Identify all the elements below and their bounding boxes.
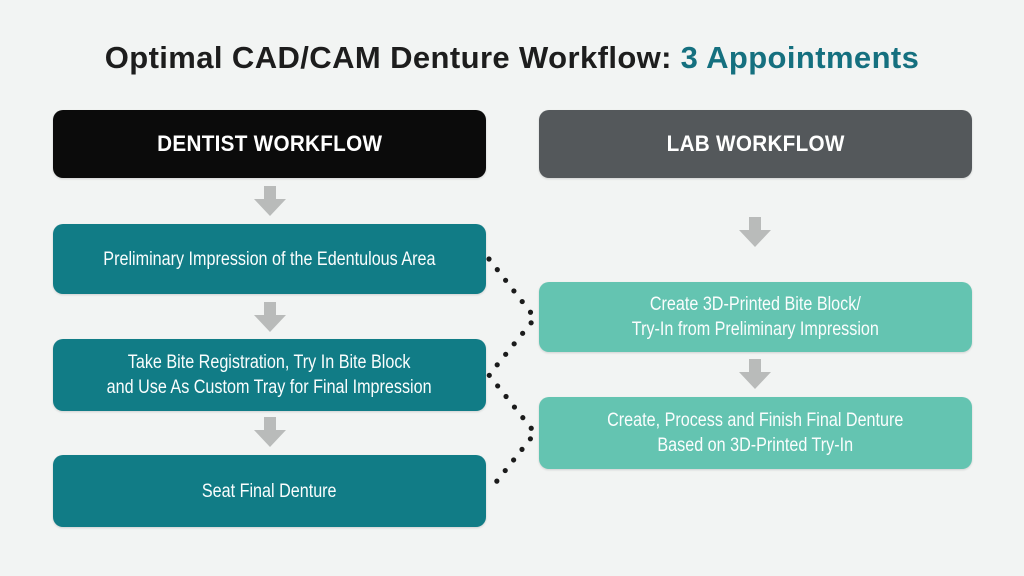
- title-highlight: 3 Appointments: [680, 40, 920, 75]
- dentist-step-2-line-1: Take Bite Registration, Try In Bite Bloc…: [128, 352, 411, 373]
- down-arrow-icon: [739, 217, 771, 247]
- down-arrow-icon: [254, 186, 286, 216]
- down-arrow-icon: [254, 417, 286, 447]
- dentist-step-1: Preliminary Impression of the Edentulous…: [53, 224, 486, 294]
- down-arrow-icon: [739, 359, 771, 389]
- lab-workflow-header: LAB WORKFLOW: [539, 110, 972, 178]
- lab-step-2-line-2: Based on 3D-Printed Try-In: [657, 435, 854, 456]
- dentist-workflow-header: DENTIST WORKFLOW: [53, 110, 486, 178]
- down-arrow-icon: [254, 302, 286, 332]
- lab-workflow-header-label: LAB WORKFLOW: [666, 131, 845, 156]
- lab-step-2: Create, Process and Finish Final Denture…: [539, 397, 972, 469]
- title-main: Optimal CAD/CAM Denture Workflow:: [104, 40, 672, 75]
- dentist-step-2-line-2: and Use As Custom Tray for Final Impress…: [107, 377, 432, 398]
- dentist-step-2: Take Bite Registration, Try In Bite Bloc…: [53, 339, 486, 411]
- dentist-step-3: Seat Final Denture: [53, 455, 486, 527]
- lab-step-1: Create 3D-Printed Bite Block/ Try-In fro…: [539, 282, 972, 352]
- dentist-step-1-line-1: Preliminary Impression of the Edentulous…: [103, 248, 436, 270]
- lab-step-1-line-1: Create 3D-Printed Bite Block/: [650, 294, 861, 315]
- lab-step-2-line-1: Create, Process and Finish Final Denture: [607, 410, 904, 431]
- page-title: Optimal CAD/CAM Denture Workflow:3 Appoi…: [0, 40, 1024, 76]
- dentist-workflow-header-label: DENTIST WORKFLOW: [156, 131, 383, 156]
- lab-step-1-line-2: Try-In from Preliminary Impression: [631, 319, 880, 340]
- dentist-step-3-line-1: Seat Final Denture: [202, 480, 337, 502]
